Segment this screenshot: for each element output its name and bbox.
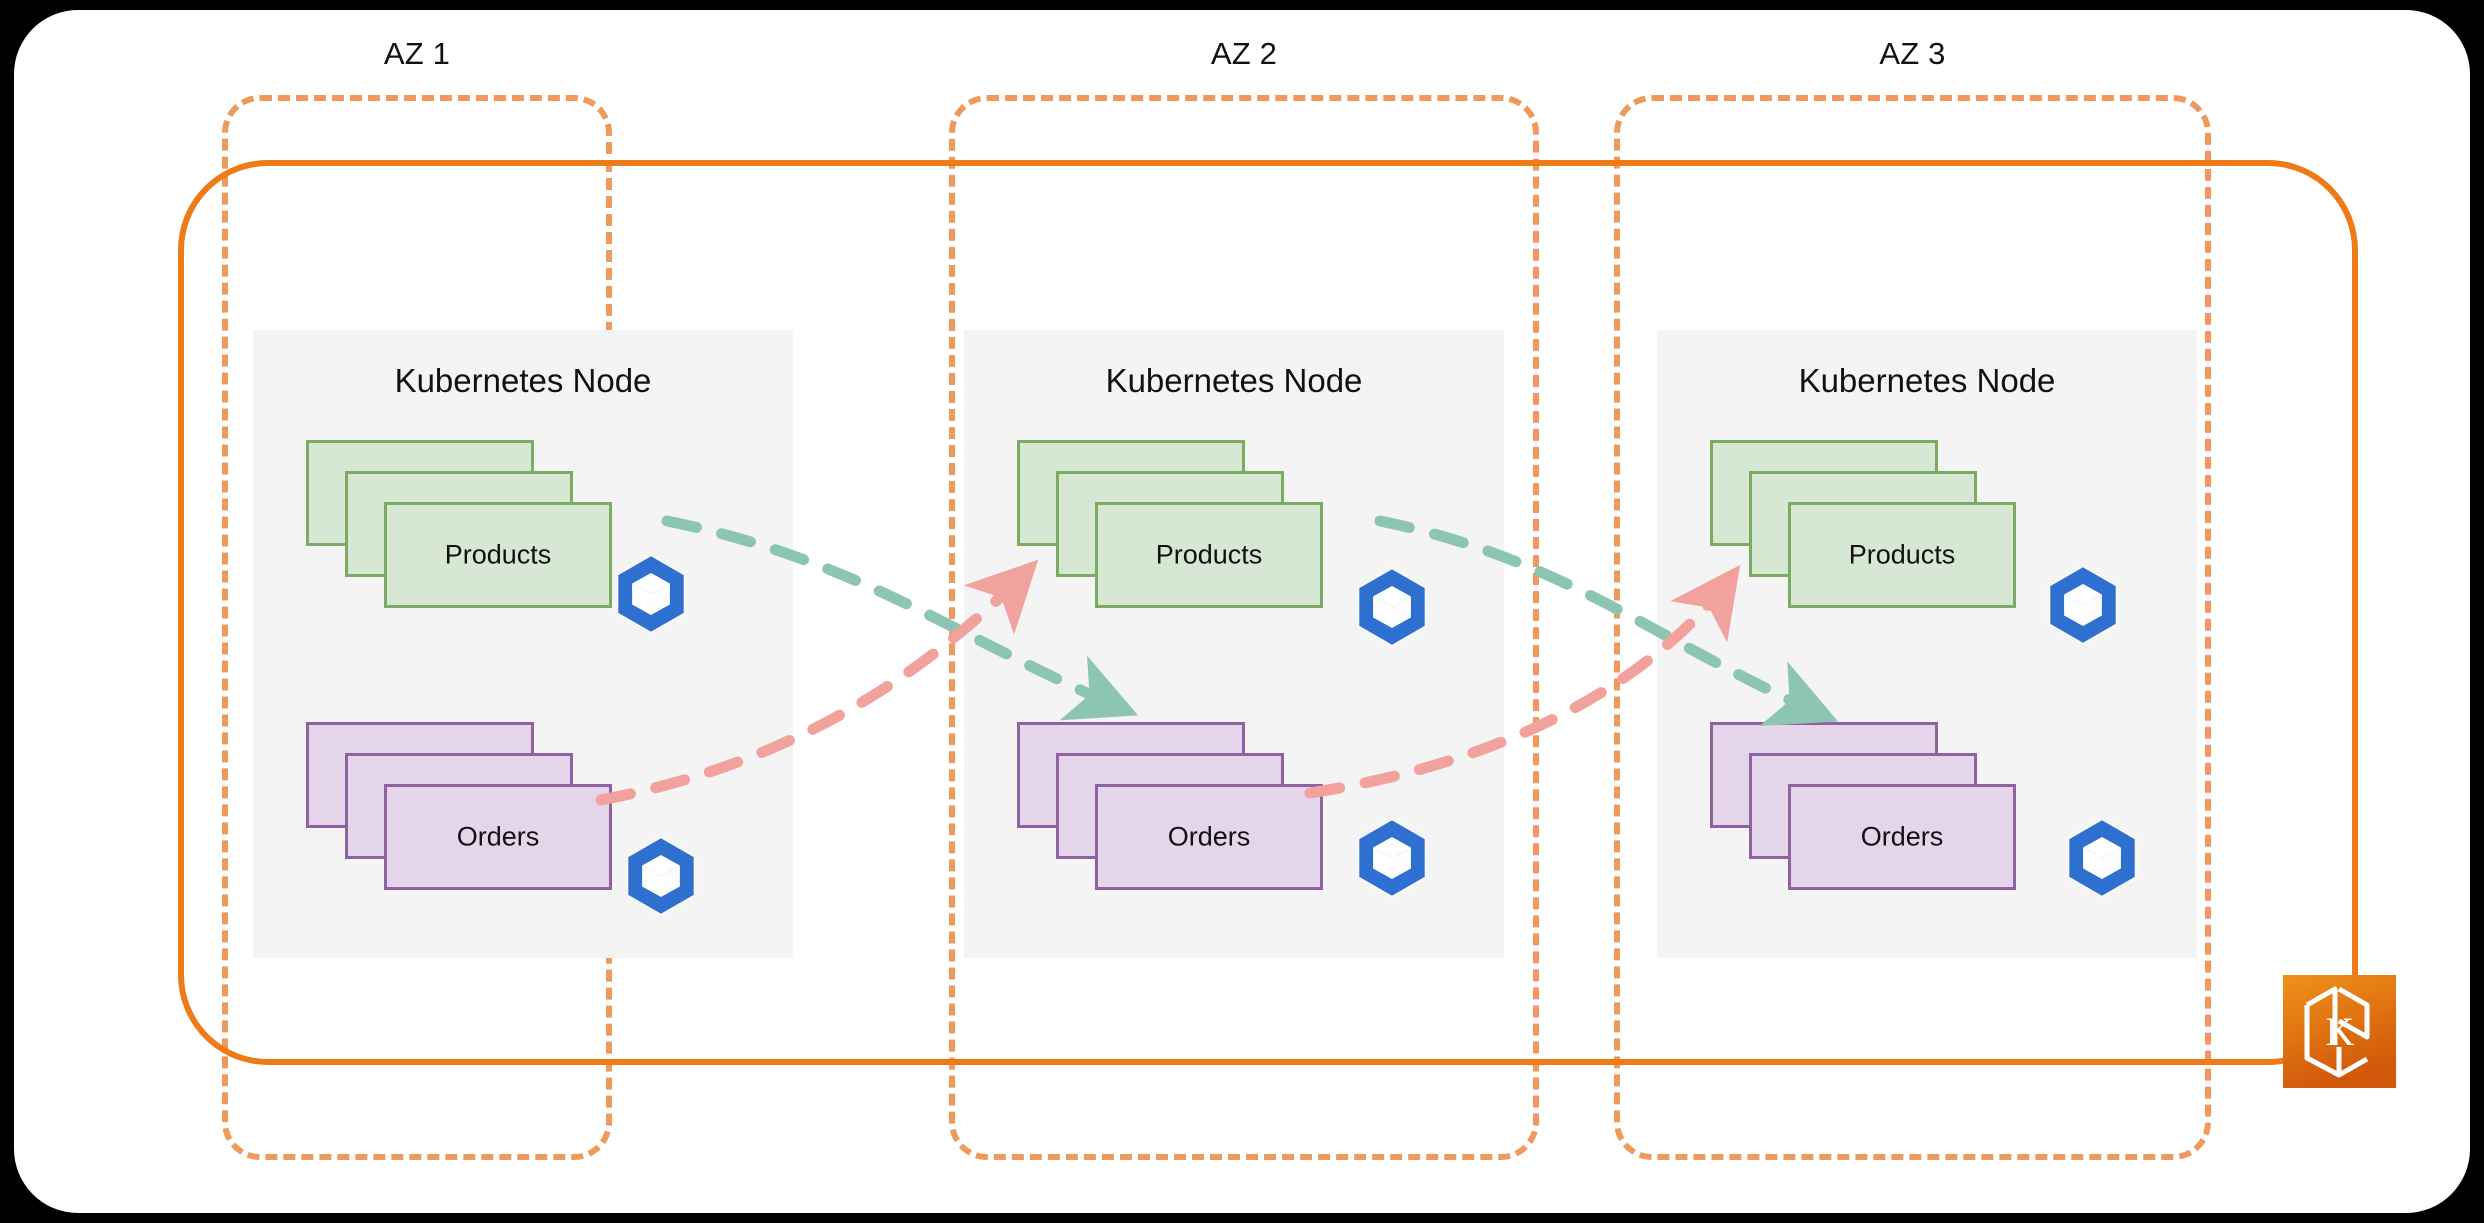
node-title-az2: Kubernetes Node <box>1105 362 1363 399</box>
node-title-az1: Kubernetes Node <box>394 362 652 399</box>
az-label-1: AZ 1 <box>383 36 451 71</box>
kubernetes-node-az1: Kubernetes Node Products Orders <box>253 330 793 958</box>
pod-label-orders-az2: Orders <box>1167 821 1251 852</box>
pod-replica-primary[interactable]: Orders <box>384 784 612 890</box>
pod-stack-orders-az3: Orders <box>1657 330 2197 958</box>
pod-label-orders-az1: Orders <box>456 821 540 852</box>
az-label-2: AZ 2 <box>1210 36 1278 71</box>
eks-cluster-boundary <box>178 160 2358 1065</box>
pod-label-products-az3: Products <box>1848 539 1956 570</box>
pod-replica-primary[interactable]: Orders <box>1788 784 2016 890</box>
az-label-3: AZ 3 <box>1879 36 1946 71</box>
pod-stack-orders-az2: Orders <box>964 330 1504 958</box>
pod-stack-orders-az1: Orders <box>253 330 793 958</box>
pod-label-orders-az3: Orders <box>1860 821 1944 852</box>
kubernetes-node-az2: Kubernetes Node Products Orders <box>964 330 1504 958</box>
pod-stack-products-az1: Products <box>253 330 793 958</box>
diagram-canvas: AZ 1 AZ 2 AZ 3 Kubernetes Node Products … <box>14 10 2470 1213</box>
pod-label-products-az1: Products <box>444 539 552 570</box>
pod-replica-primary[interactable]: Products <box>384 502 612 608</box>
node-title-az3: Kubernetes Node <box>1798 362 2056 399</box>
pod-label-products-az2: Products <box>1155 539 1263 570</box>
kubernetes-node-az3: Kubernetes Node Products Orders <box>1657 330 2197 958</box>
pod-replica-primary[interactable]: Orders <box>1095 784 1323 890</box>
